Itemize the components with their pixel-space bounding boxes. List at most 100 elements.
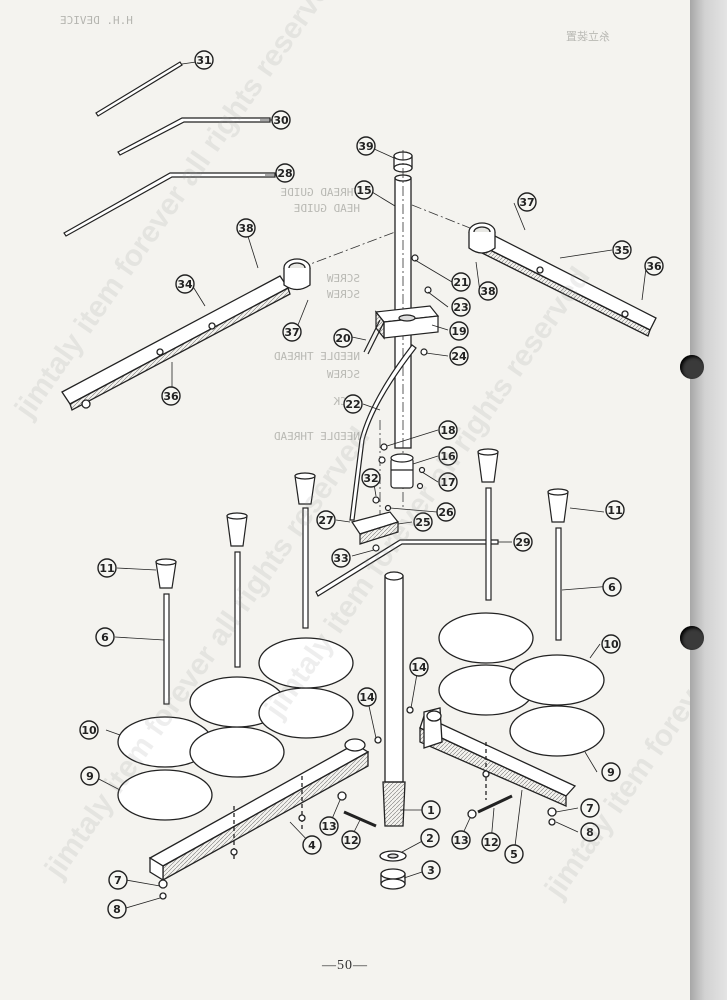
callout-number: 1 xyxy=(427,804,435,817)
callout-number: 7 xyxy=(114,874,122,887)
washer-13 xyxy=(467,809,477,819)
callout-circle xyxy=(438,420,458,440)
callout-circle xyxy=(601,762,621,782)
callout-number: 11 xyxy=(607,504,622,517)
callout-27: 27 xyxy=(316,510,336,530)
callout-4: 4 xyxy=(302,835,322,855)
callout-circle xyxy=(451,297,471,317)
callout-9a: 9 xyxy=(80,766,100,786)
ghost-line: SCREW xyxy=(327,368,360,381)
binder-hole xyxy=(680,626,704,650)
callout-11b: 11 xyxy=(605,500,625,520)
screw-14 xyxy=(374,736,382,744)
rod-28 xyxy=(63,172,276,237)
callout-number: 13 xyxy=(321,820,336,833)
bleed-through-text: THREAD GUIDE HEAD GUIDE SCREW SCREW NEED… xyxy=(274,29,610,443)
callout-number: 2 xyxy=(426,832,434,845)
callout-number: 35 xyxy=(614,244,629,257)
callout-38b: 38 xyxy=(478,281,498,301)
callout-circle xyxy=(80,766,100,786)
guide-assembly xyxy=(315,344,499,597)
callout-circle xyxy=(356,136,376,156)
callout-15: 15 xyxy=(354,180,374,200)
callout-number: 38 xyxy=(238,222,253,235)
screw-23 xyxy=(424,286,432,294)
callout-23: 23 xyxy=(451,297,471,317)
callout-number: 19 xyxy=(451,325,466,338)
ghost-line: HEAD GUIDE xyxy=(294,202,360,215)
callout-number: 26 xyxy=(438,506,454,519)
callout-37a: 37 xyxy=(517,192,537,212)
callout-circle xyxy=(282,322,302,342)
callout-8b: 8 xyxy=(580,822,600,842)
callout-number: 3 xyxy=(427,864,435,877)
ghost-line: THREAD GUIDE xyxy=(281,186,360,199)
callout-circle xyxy=(580,798,600,818)
callout-circle xyxy=(420,828,440,848)
callout-number: 9 xyxy=(86,770,94,783)
plate-9 xyxy=(117,769,213,821)
callout-34: 34 xyxy=(175,274,195,294)
callout-circle xyxy=(331,548,351,568)
bolt-12 xyxy=(343,810,377,828)
callout-9b: 9 xyxy=(601,762,621,782)
callout-36b: 36 xyxy=(644,256,664,276)
callout-circle xyxy=(175,274,195,294)
callout-number: 14 xyxy=(411,661,427,674)
callout-number: 18 xyxy=(440,424,455,437)
callout-circle xyxy=(361,468,381,488)
callout-circle xyxy=(421,860,441,880)
callout-number: 29 xyxy=(515,536,530,549)
callout-number: 31 xyxy=(196,54,211,67)
callout-number: 34 xyxy=(177,278,193,291)
callout-circle xyxy=(341,830,361,850)
callout-18: 18 xyxy=(438,420,458,440)
callout-number: 12 xyxy=(343,834,358,847)
callout-24: 24 xyxy=(449,346,469,366)
callout-14a: 14 xyxy=(357,687,377,707)
screw-18 xyxy=(380,443,388,451)
callout-circle xyxy=(97,558,117,578)
callout-6a: 6 xyxy=(95,627,115,647)
callout-circle xyxy=(644,256,664,276)
callout-circle xyxy=(438,472,458,492)
washer-13 xyxy=(337,791,347,801)
callout-circle xyxy=(517,192,537,212)
callout-10a: 10 xyxy=(79,720,99,740)
right-arm xyxy=(468,222,657,337)
callout-35: 35 xyxy=(612,240,632,260)
callout-36a: 36 xyxy=(161,386,181,406)
callout-number: 17 xyxy=(440,476,455,489)
ghost-line: 糸立装置 xyxy=(566,29,610,43)
callout-31: 31 xyxy=(194,50,214,70)
callout-7a: 7 xyxy=(108,870,128,890)
callout-circle xyxy=(481,832,501,852)
callout-25: 25 xyxy=(413,512,433,532)
callout-number: 33 xyxy=(333,552,348,565)
rod-31 xyxy=(95,61,183,117)
callout-38a: 38 xyxy=(236,218,256,238)
callout-20: 20 xyxy=(333,328,353,348)
rod-29 xyxy=(315,539,499,597)
callout-circle xyxy=(194,50,214,70)
screw-14 xyxy=(406,706,414,714)
callout-circle xyxy=(436,502,456,522)
callout-number: 36 xyxy=(163,390,179,403)
callout-16: 16 xyxy=(438,446,458,466)
callout-circle xyxy=(413,512,433,532)
callout-circle xyxy=(504,844,524,864)
callout-circle xyxy=(438,446,458,466)
plate-10 xyxy=(509,654,605,706)
nut-24 xyxy=(420,348,428,356)
callout-circle xyxy=(236,218,256,238)
page-edge xyxy=(680,0,727,1000)
clamp-assembly xyxy=(363,254,440,356)
callout-circle xyxy=(271,110,291,130)
callout-8a: 8 xyxy=(107,899,127,919)
callout-12b: 12 xyxy=(481,832,501,852)
callout-29: 29 xyxy=(513,532,533,552)
thread-guide-rods xyxy=(63,61,276,237)
callout-11a: 11 xyxy=(97,558,117,578)
callout-21: 21 xyxy=(451,272,471,292)
callout-5: 5 xyxy=(504,844,524,864)
